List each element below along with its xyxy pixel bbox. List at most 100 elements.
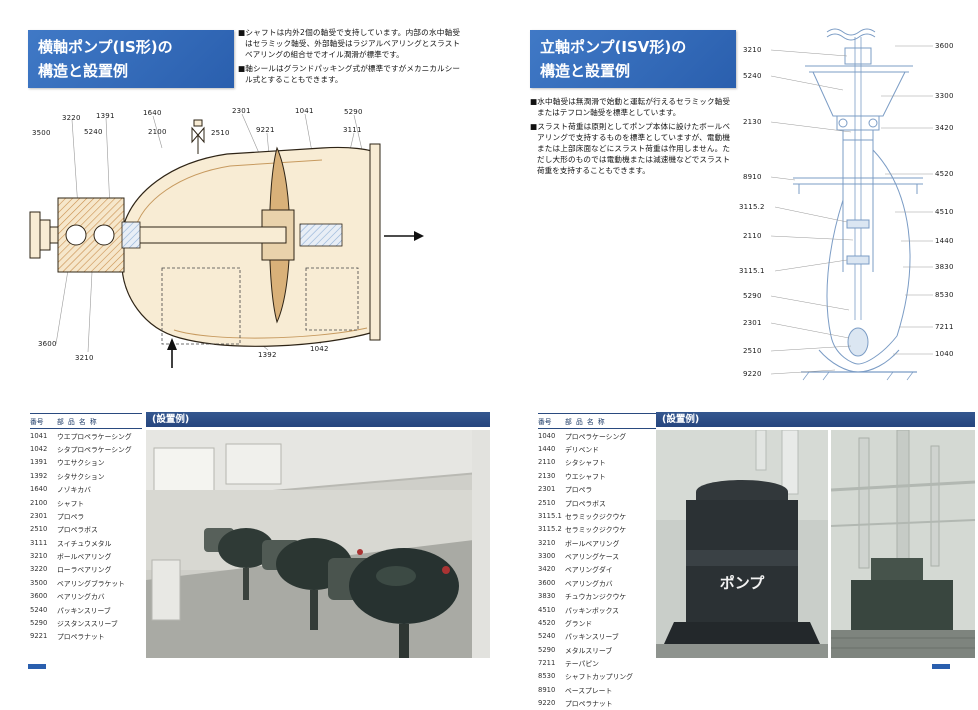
part-name: シャフトカップリング [565, 673, 633, 682]
part-number: 2301 [538, 485, 556, 494]
part-number-callout: 4510 [935, 208, 954, 216]
part-number-callout: 2301 [743, 319, 762, 327]
pump-room-photo [146, 430, 490, 658]
part-number: 4510 [538, 605, 556, 614]
piping-installation-photo [831, 430, 975, 658]
part-number: 1640 [30, 485, 48, 494]
part-number: 9221 [30, 632, 48, 641]
table-row: 7211 テーパピン [538, 656, 656, 669]
part-name: プロペラボス [565, 499, 606, 508]
table-row: 3600 ベアリングカバ [538, 576, 656, 589]
parts-table-header: 番号 部 品 名 称 [538, 413, 656, 429]
part-number: 1042 [30, 445, 48, 454]
part-name: セラミックジクウケ [565, 512, 627, 521]
table-row: 5240 パッキンスリーブ [538, 630, 656, 643]
part-number: 3210 [30, 552, 48, 561]
part-number: 3420 [538, 565, 556, 574]
part-number-callout: 5240 [743, 72, 762, 80]
part-number: 3210 [538, 538, 556, 547]
part-name: ローラベアリング [57, 566, 112, 575]
table-row: 8530 シャフトカップリング [538, 670, 656, 683]
part-name: プロペラナット [565, 700, 613, 709]
table-row: 2100 シャフト [30, 496, 142, 509]
part-number: 2301 [30, 511, 48, 520]
part-number-callout: 1440 [935, 237, 954, 245]
part-number-callout: 3115.1 [739, 267, 765, 275]
part-name: ノゾキカバ [57, 486, 91, 495]
part-name: プロペラ [565, 486, 593, 495]
part-name: ウエサクション [57, 459, 105, 468]
part-name: ウエシャフト [565, 472, 606, 481]
installation-photo-right-2 [831, 430, 975, 658]
intro-text-left: ■シャフトは内外2個の軸受で支持しています。内部の水中軸受はセラミック軸受、外部… [238, 27, 460, 88]
part-number: 3115.2 [538, 525, 562, 534]
part-number: 4520 [538, 618, 556, 627]
part-number-callout: 2301 [232, 107, 251, 115]
table-row: 3600 ベアリングカバ [30, 590, 142, 603]
part-name: ウエプロペラケーシング [57, 432, 132, 441]
part-name: スイチュウメタル [57, 539, 112, 548]
part-number-callout: 9220 [743, 370, 762, 378]
table-row: 3210 ボールベアリング [538, 536, 656, 549]
part-number-callout: 5290 [344, 108, 363, 116]
table-row: 9220 プロペラナット [538, 697, 656, 710]
part-number: 3300 [538, 552, 556, 561]
part-number: 2130 [538, 471, 556, 480]
table-row: 4510 パッキンボックス [538, 603, 656, 616]
part-number-callout: 1041 [295, 107, 314, 115]
col-number: 番号 [30, 413, 57, 429]
table-row: 1040 プロペラケーシング [538, 429, 656, 443]
part-name: グランド [565, 619, 593, 628]
part-number-callout: 2110 [743, 232, 762, 240]
page-title-left: 横軸ポンプ(IS形)の 構造と設置例 [28, 30, 234, 88]
installation-example-header-left: (設置例) [146, 412, 490, 427]
part-number-callout: 8910 [743, 173, 762, 181]
part-number-callout: 1392 [258, 351, 277, 359]
table-row: 2510 プロペラボス [30, 523, 142, 536]
part-number: 3500 [30, 578, 48, 587]
part-name: ベアリングブラケット [57, 579, 125, 588]
table-row: 5290 メタルスリーブ [538, 643, 656, 656]
pump-body-label: ポンプ [720, 574, 766, 592]
part-name: ベアリングカバ [565, 579, 613, 588]
table-row: 1392 シタサクション [30, 469, 142, 482]
part-number-callout: 9221 [256, 126, 275, 134]
table-row: 3300 ベアリングケース [538, 549, 656, 562]
table-row: 3420 ベアリングダイ [538, 563, 656, 576]
part-number: 1440 [538, 445, 556, 454]
part-number: 3111 [30, 538, 48, 547]
vertical-pump-photo: ポンプ [656, 430, 828, 658]
part-number: 2510 [30, 525, 48, 534]
part-number-callout: 2130 [743, 118, 762, 126]
part-name: プロペラボス [57, 526, 98, 535]
table-row: 1041 ウエプロペラケーシング [30, 429, 142, 443]
part-name: メタルスリーブ [565, 646, 613, 655]
part-name: ボールベアリング [57, 553, 112, 562]
part-name: シタサクション [57, 472, 105, 481]
title-line-2: 構造と設置例 [38, 62, 129, 80]
table-row: 8910 ベースプレート [538, 683, 656, 696]
part-number-callout: 2510 [743, 347, 762, 355]
part-number: 5290 [30, 618, 48, 627]
part-name: シタプロペラケーシング [57, 446, 132, 455]
table-row: 1440 デリベンド [538, 442, 656, 455]
part-name: ベアリングダイ [565, 566, 613, 575]
part-name: プロペラナット [57, 633, 105, 642]
part-number-callout: 2510 [211, 129, 230, 137]
table-row: 3111 スイチュウメタル [30, 536, 142, 549]
description-bullet: ■シャフトは内外2個の軸受で支持しています。内部の水中軸受はセラミック軸受、外部… [238, 28, 460, 59]
part-number-callout: 1040 [935, 350, 954, 358]
horizontal-pump-cross-section [29, 113, 424, 368]
footer-mark-left [28, 664, 46, 669]
part-number-callout: 3600 [935, 42, 954, 50]
part-number-callout: 3111 [343, 126, 362, 134]
installation-example-header-right: (設置例) [656, 412, 975, 427]
part-number-callout: 3210 [75, 354, 94, 362]
title-line-1: 横軸ポンプ(IS形)の [38, 38, 173, 56]
part-number-callout: 2100 [148, 128, 167, 136]
table-row: 2110 シタシャフト [538, 456, 656, 469]
part-name: ベースプレート [565, 686, 613, 695]
